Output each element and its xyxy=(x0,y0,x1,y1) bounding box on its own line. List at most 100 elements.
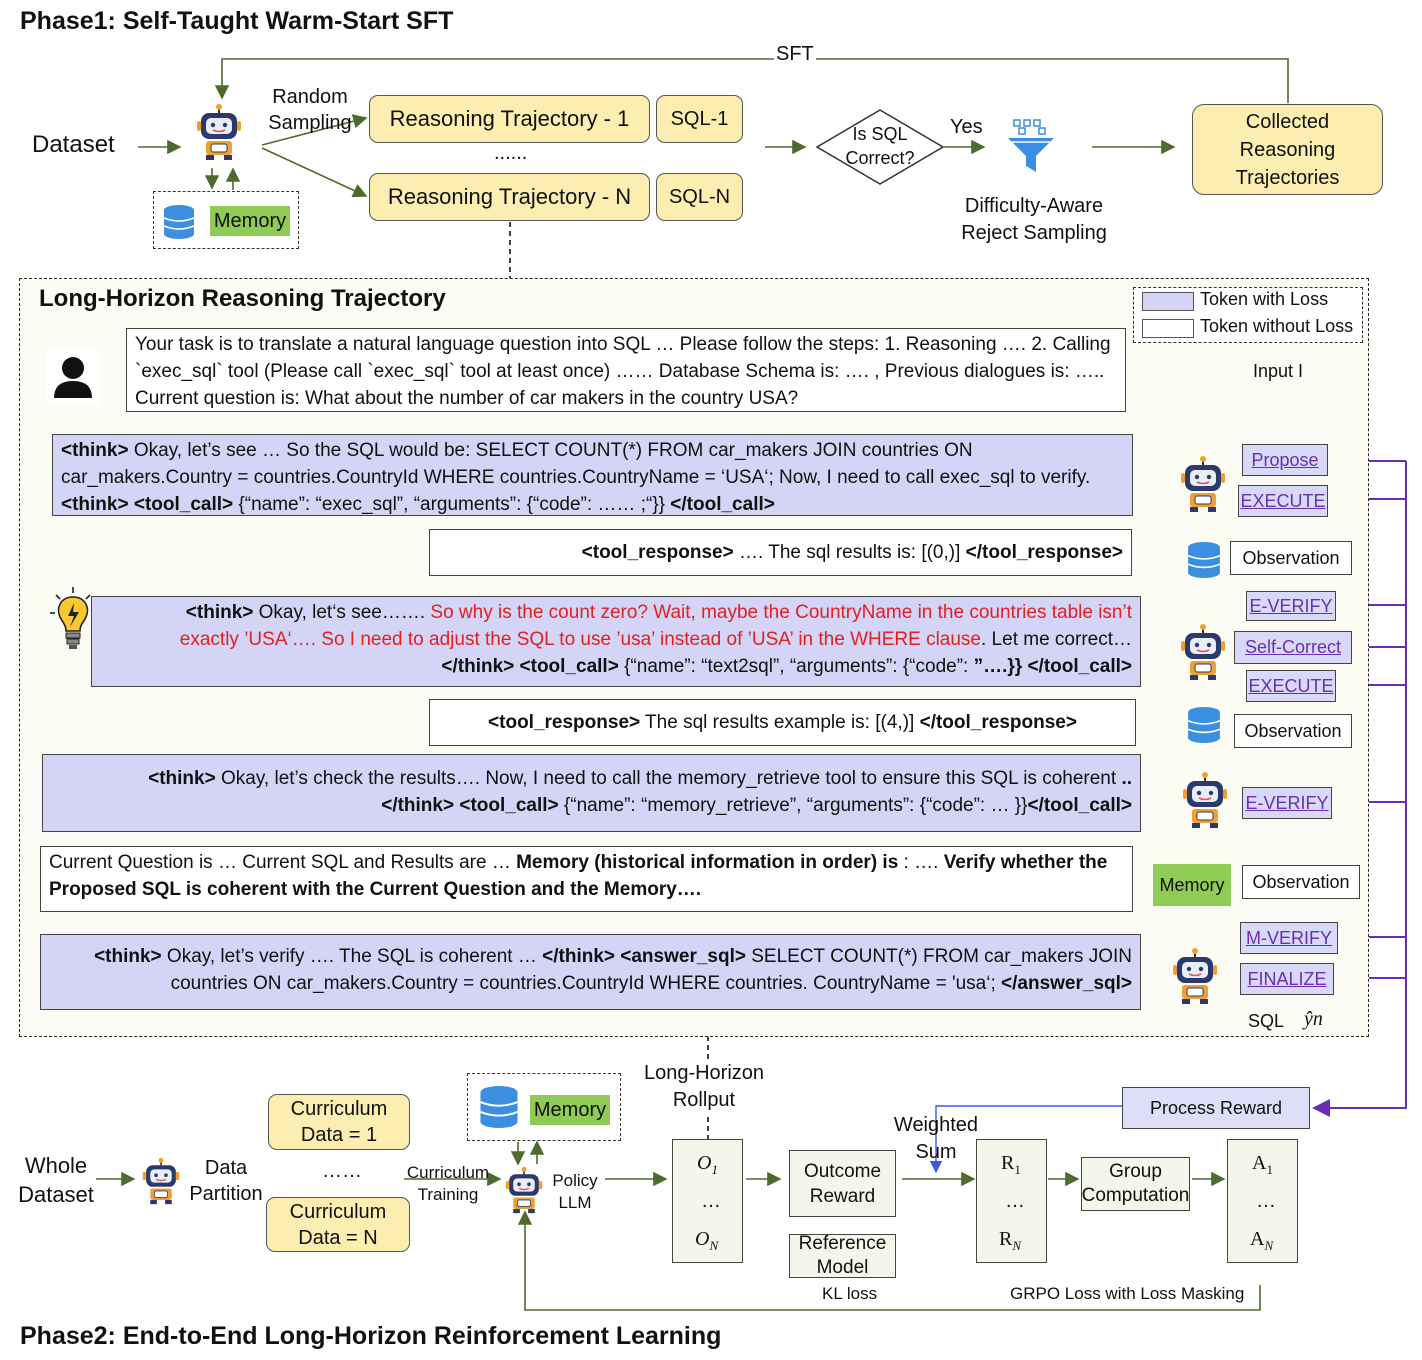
think-tag: <think> xyxy=(185,602,254,623)
trajectory-ellipsis: ...... xyxy=(494,142,528,164)
response-text: …. The sql results is: [(0,)] xyxy=(733,542,966,563)
observation-3: Observation xyxy=(1242,865,1360,899)
o1-symbol: O xyxy=(697,1152,712,1174)
sft-label: SFT xyxy=(774,43,816,66)
propose-block: <think> Okay, let’s see … So the SQL wou… xyxy=(52,434,1133,516)
input-label: Input I xyxy=(1253,361,1304,381)
rewards-box: R1 … RN xyxy=(976,1139,1047,1263)
advantage-ellipsis: … xyxy=(1256,1190,1276,1212)
lightbulb-icon xyxy=(48,585,98,660)
response-close-tag: </tool_response> xyxy=(919,712,1077,733)
tag-execute-2: EXECUTE xyxy=(1246,670,1336,702)
o1-subscript: 1 xyxy=(711,1162,718,1177)
database-icon xyxy=(1186,705,1222,750)
whole-dataset-label: Whole Dataset xyxy=(18,1153,94,1207)
robot-icon xyxy=(194,103,244,166)
advantage-an: AN xyxy=(1250,1228,1273,1254)
advantages-box: A1 … AN xyxy=(1227,1139,1298,1263)
self-correct-block: <think> Okay, let‘s see……. So why is the… xyxy=(91,596,1141,687)
on-symbol: O xyxy=(695,1228,710,1250)
tag-e-verify-2: E-VERIFY xyxy=(1242,787,1332,819)
reward-r1: R1 xyxy=(1001,1152,1021,1178)
curriculum-data-n: Curriculum Data = N xyxy=(266,1197,410,1252)
policy-llm-label: Policy LLM xyxy=(552,1171,598,1212)
self-correct-reflection: So why is the count zero? Wait, maybe th… xyxy=(179,602,1132,650)
execution-verify-block: <think> Okay, let’s check the results…. … xyxy=(42,754,1141,832)
a1-symbol: A xyxy=(1252,1152,1267,1174)
response-open-tag: <tool_response> xyxy=(488,712,641,733)
database-icon xyxy=(162,204,196,245)
tool-call-text: {“name”: “text2sql”, “arguments”: {“code… xyxy=(618,656,974,677)
verify-text: Okay, let’s check the results…. Now, I n… xyxy=(215,768,1122,789)
memory-verify-prompt: Current Question is … Current SQL and Re… xyxy=(40,846,1133,912)
rn-subscript: N xyxy=(1012,1238,1022,1253)
tag-self-correct: Self-Correct xyxy=(1234,631,1352,664)
reward-rn: RN xyxy=(999,1228,1021,1254)
memory-store: Memory xyxy=(153,191,299,249)
tool-call-text: {“name”: “memory_retrieve”, “arguments”:… xyxy=(558,795,1028,816)
r1-subscript: 1 xyxy=(1014,1162,1021,1177)
tag-execute: EXECUTE xyxy=(1238,485,1328,517)
propose-text: Okay, let’s see … So the SQL would be: S… xyxy=(61,440,1091,488)
an-subscript: N xyxy=(1264,1238,1274,1253)
observation-2: Observation xyxy=(1234,714,1352,748)
memory-store-phase2: Memory xyxy=(467,1073,621,1141)
finalize-block: <think> Okay, let’s verify …. The SQL is… xyxy=(40,934,1141,1010)
memory-bold: Memory (historical information in order)… xyxy=(516,852,899,873)
advantage-a1: A1 xyxy=(1252,1152,1273,1178)
on-subscript: N xyxy=(709,1238,719,1253)
think-tag: <think> xyxy=(148,768,216,789)
memory-label: Memory xyxy=(210,206,290,236)
tag-propose: Propose xyxy=(1242,444,1328,476)
tool-call-text: {“name”: “exec_sql”, “arguments”: {“code… xyxy=(233,494,671,515)
rollout-outputs-box: O1 … ON xyxy=(672,1139,743,1263)
legend-noloss-label: Token without Loss xyxy=(1200,316,1354,336)
robot-icon xyxy=(1178,455,1228,518)
tool-call-end-tag: </tool_call> xyxy=(1027,656,1132,677)
tool-call-tag: </think> <tool_call> xyxy=(441,656,619,677)
r1-symbol: R xyxy=(1001,1152,1015,1174)
kl-loss-label: KL loss xyxy=(822,1284,878,1303)
reject-sampling-label: Difficulty-Aware Reject Sampling xyxy=(961,195,1107,244)
outcome-reward-box: Outcome Reward xyxy=(789,1150,896,1217)
an-symbol: A xyxy=(1250,1228,1265,1250)
reward-ellipsis: … xyxy=(1005,1190,1025,1212)
observation-1: Observation xyxy=(1230,541,1352,575)
process-reward-box: Process Reward xyxy=(1122,1087,1310,1129)
tool-call-tag: </think> <tool_call> xyxy=(381,795,559,816)
memory-prompt-text: Current Question is … Current SQL and Re… xyxy=(49,852,517,873)
a1-subscript: 1 xyxy=(1266,1162,1273,1177)
yes-label: Yes xyxy=(950,116,983,138)
answer-sql-tag: </think> <answer_sql> xyxy=(542,946,746,967)
answer-sql-end-tag: </answer_sql> xyxy=(1001,973,1132,994)
output-ellipsis: … xyxy=(701,1190,721,1212)
tool-call-tag: <think> <tool_call> xyxy=(61,494,234,515)
dataset-label: Dataset xyxy=(32,131,115,158)
sql-correct-decision: Is SQL Correct? xyxy=(815,108,945,191)
rn-symbol: R xyxy=(999,1228,1013,1250)
output-o1: O1 xyxy=(697,1152,718,1178)
tag-m-verify: M-VERIFY xyxy=(1240,922,1338,954)
tool-call-end-tag: </tool_call> xyxy=(670,494,775,515)
curriculum-data-1: Curriculum Data = 1 xyxy=(268,1094,410,1150)
sql-n-box: SQL-N xyxy=(656,173,743,221)
legend-swatch-noloss xyxy=(1142,319,1194,338)
legend-loss-label: Token with Loss xyxy=(1200,289,1329,309)
tool-response-1: <tool_response> …. The sql results is: [… xyxy=(429,529,1132,576)
self-correct-text: Okay, let‘s see……. xyxy=(253,602,431,623)
rollout-label: Long-Horizon Rollput xyxy=(636,1060,772,1114)
tool-response-2: <tool_response> The sql results example … xyxy=(429,699,1136,746)
random-sampling-label: Random Sampling xyxy=(268,86,352,134)
phase1-title: Phase1: Self-Taught Warm-Start SFT xyxy=(20,7,454,35)
answer-sql-text: SELECT COUNT(*) FROM car_makers JOIN cou… xyxy=(170,946,1132,994)
think-tag: <think> xyxy=(94,946,162,967)
user-prompt: Your task is to translate a natural lang… xyxy=(126,328,1126,412)
tool-call-end-tag: </tool_call> xyxy=(1027,795,1132,816)
reasoning-trajectory-1: Reasoning Trajectory - 1 xyxy=(369,95,650,143)
response-close-tag: </tool_response> xyxy=(965,542,1123,563)
sql-output-label: SQL xyxy=(1248,1011,1285,1031)
tag-finalize: FINALIZE xyxy=(1240,963,1334,995)
reasoning-trajectory-n: Reasoning Trajectory - N xyxy=(369,173,650,221)
ellipsis-bold: .. xyxy=(1121,768,1132,789)
response-open-tag: <tool_response> xyxy=(581,542,734,563)
